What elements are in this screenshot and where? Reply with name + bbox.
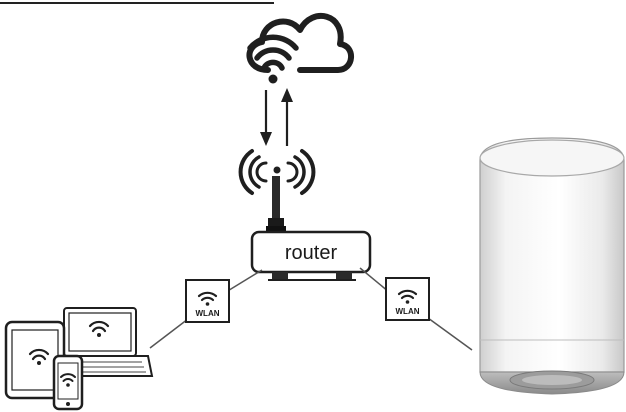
cloud-wifi-icon	[246, 12, 354, 84]
connection-lines	[149, 267, 473, 351]
tablet-icon	[4, 320, 66, 400]
wlan-right-label: WLAN	[396, 307, 420, 316]
wifi-icon	[397, 289, 418, 304]
client-devices	[4, 307, 154, 411]
wlan-left-label: WLAN	[196, 309, 220, 318]
router-label: router	[285, 242, 338, 264]
router-icon: router	[250, 176, 372, 281]
water-heater-tank	[479, 137, 625, 395]
wifi-icon	[28, 348, 50, 365]
wifi-icon	[60, 373, 76, 387]
wifi-icon	[88, 320, 110, 337]
phone-icon	[52, 354, 84, 411]
wlan-module-left: WLAN	[185, 279, 230, 323]
wifi-icon	[197, 291, 218, 306]
data-exchange-arrows	[260, 88, 293, 146]
wlan-module-right: WLAN	[385, 277, 430, 321]
router-body	[250, 230, 372, 274]
antenna-signal-icon	[238, 149, 316, 195]
